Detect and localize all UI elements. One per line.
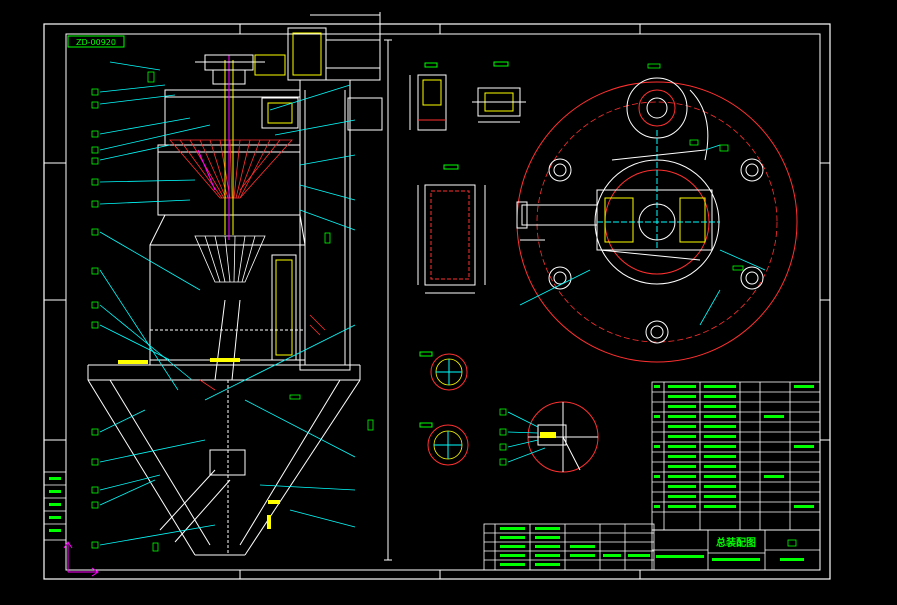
sheet-frame [43, 23, 831, 580]
drawing-code-box: ZD-00920 [67, 35, 125, 48]
detail-circle-3 [499, 401, 599, 473]
parts-list-entries [500, 527, 650, 566]
title-block-entries [656, 539, 804, 561]
left-part-tags [91, 71, 374, 552]
drawing-code-label: ZD-00920 [76, 38, 116, 47]
bom-entries [654, 385, 814, 508]
leader-lines [99, 61, 356, 546]
detail-view-a [409, 62, 447, 131]
parts-list-table [483, 523, 655, 571]
top-plan-view [516, 63, 798, 363]
title-block-drawing-name: 总装配图 [716, 536, 756, 549]
title-block [651, 529, 821, 571]
detail-circle-1 [419, 351, 468, 391]
revision-table [43, 471, 67, 541]
revision-entries [49, 477, 61, 532]
detail-view-b [472, 61, 526, 123]
ucs-axis-icon [63, 541, 99, 577]
detail-circle-2 [419, 422, 469, 466]
bom-table [651, 381, 821, 531]
detail-view-c [417, 164, 486, 294]
main-elevation-view [87, 12, 392, 561]
